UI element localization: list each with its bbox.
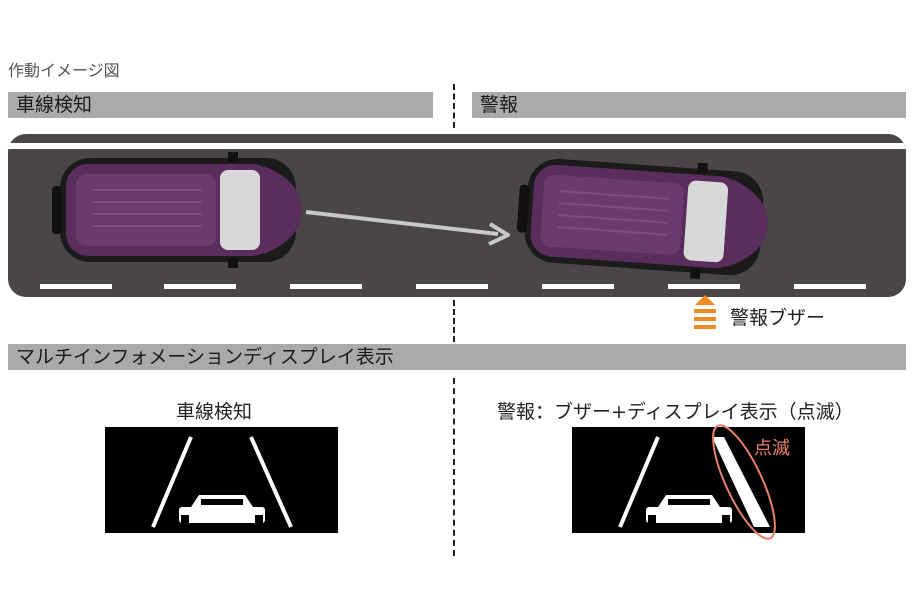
lane-display-right <box>618 436 770 528</box>
blink-highlight-ellipse <box>712 424 776 540</box>
section-bar-lane-detection: 車線検知 <box>8 92 433 118</box>
section-label-warning: 警報 <box>480 94 519 116</box>
dashed-lane-line <box>40 284 866 289</box>
left-panel-title: 車線検知 <box>176 401 253 423</box>
divider-middle <box>453 300 455 342</box>
buzzer-label: 警報ブザー <box>730 307 826 329</box>
car-left <box>52 152 302 268</box>
right-panel-title: 警報：ブザー+ディスプレイ表示（点滅） <box>497 401 854 423</box>
car-right <box>516 158 768 280</box>
lane-line-left <box>618 436 660 528</box>
section-label-lane-detection: 車線検知 <box>16 94 93 116</box>
lane-line-right <box>249 436 293 528</box>
road-svg <box>8 143 906 289</box>
display-screen-right <box>572 427 805 533</box>
section-label-display: マルチインフォメーションディスプレイ表示 <box>16 346 394 368</box>
divider-bottom <box>453 378 455 556</box>
car-display-icon <box>646 495 732 523</box>
movement-arrow <box>305 210 510 246</box>
car-display-icon <box>179 495 265 523</box>
lane-line-left <box>151 436 193 528</box>
display-screen-left <box>105 427 338 533</box>
diagram-caption: 作動イメージ図 <box>8 61 120 80</box>
section-bar-display: マルチインフォメーションディスプレイ表示 <box>8 344 906 370</box>
section-bar-warning: 警報 <box>472 92 906 118</box>
blink-label: 点滅 <box>754 438 790 459</box>
buzzer-icon <box>694 295 716 329</box>
solid-lane-line <box>8 143 906 149</box>
lane-line-right-blinking <box>712 437 770 527</box>
lane-display-left <box>151 436 293 528</box>
road-scene <box>8 134 906 297</box>
divider-top <box>453 84 455 128</box>
